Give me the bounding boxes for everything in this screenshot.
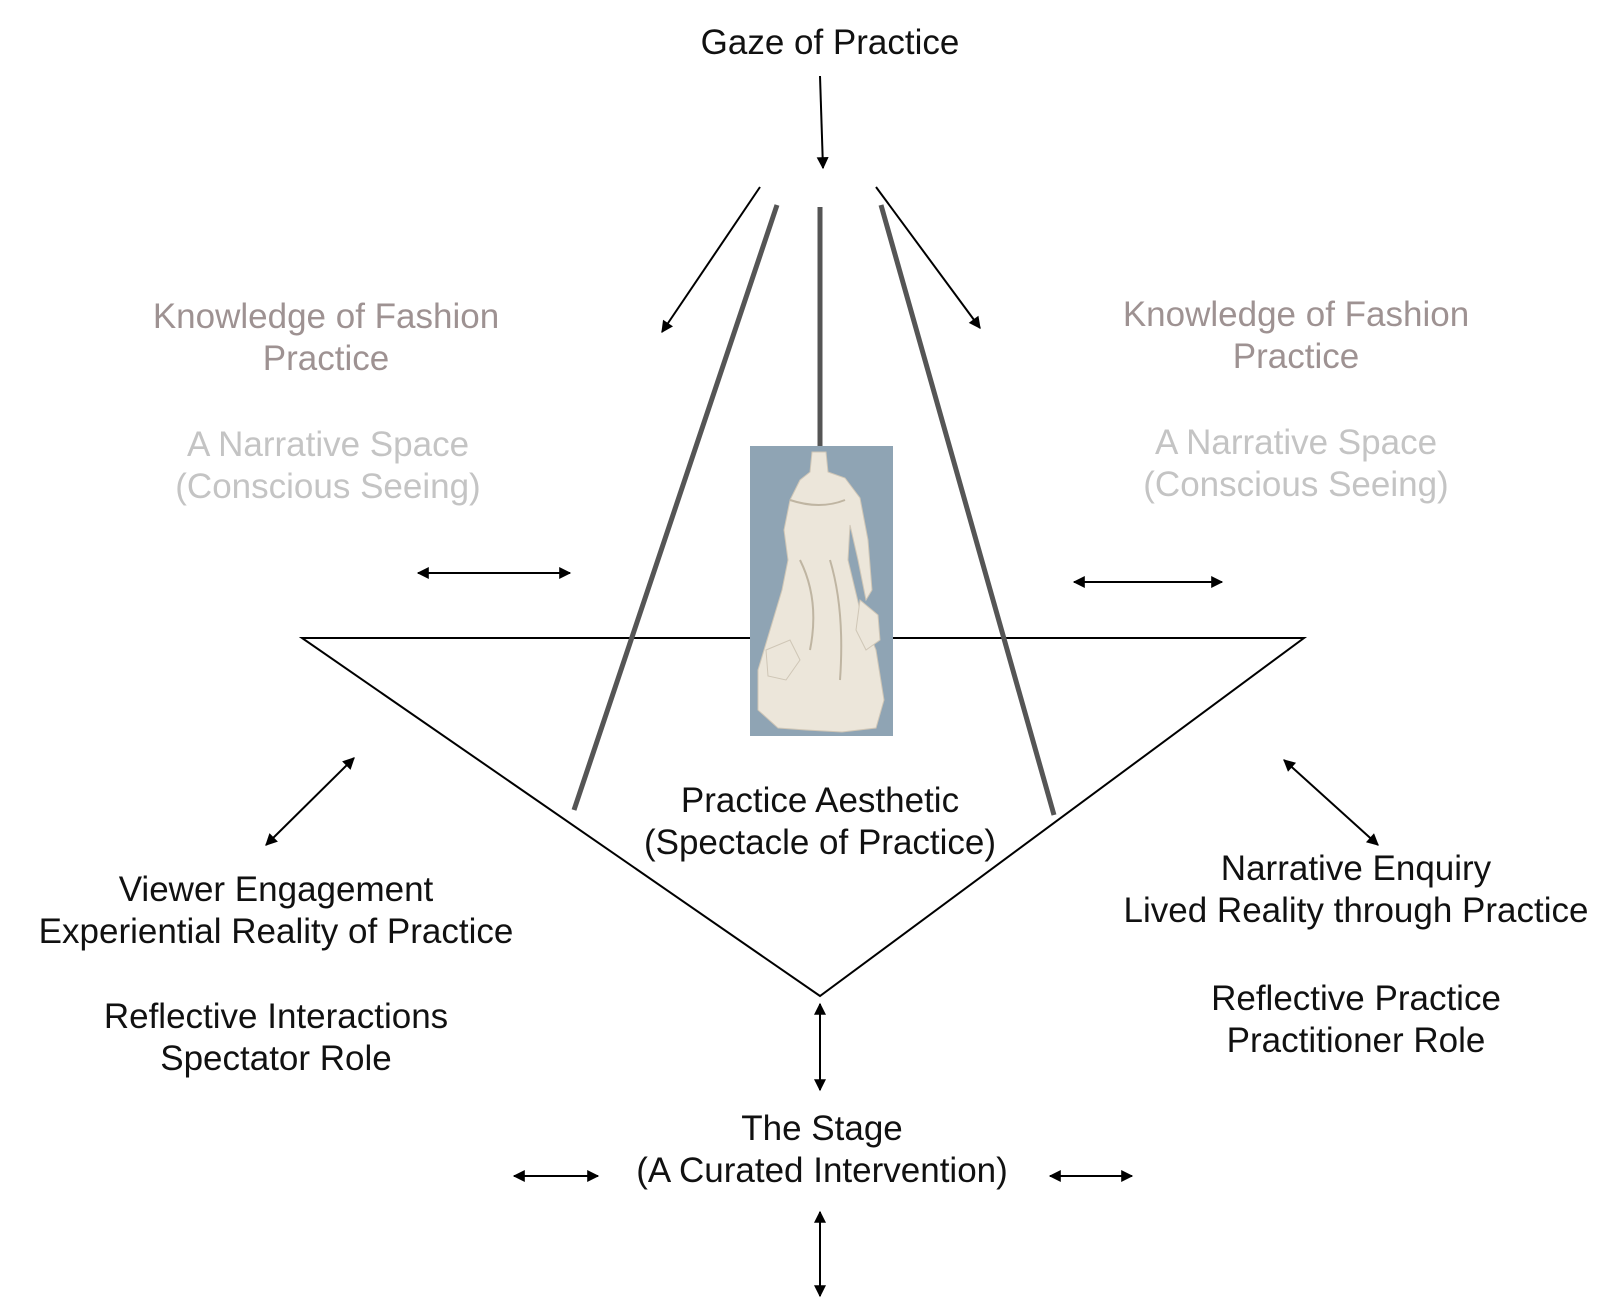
- narrative-enquiry-line2: Lived Reality through Practice: [1123, 891, 1589, 930]
- stage-line2: (A Curated Intervention): [636, 1151, 1008, 1190]
- narrative-right-line1: A Narrative Space: [1154, 423, 1438, 462]
- reflective-practice-line1: Reflective Practice: [1211, 979, 1501, 1018]
- reflective-interactions-line1: Reflective Interactions: [103, 997, 449, 1036]
- knowledge-right-line1: Knowledge of Fashion: [1122, 295, 1470, 334]
- reflective-interactions-label: Reflective Interactions Spectator Role: [104, 996, 448, 1080]
- aesthetic-label: Practice Aesthetic (Spectacle of Practic…: [644, 780, 996, 864]
- narrative-enquiry-line1: Narrative Enquiry: [1220, 849, 1492, 888]
- gaze-left-arrow: [661, 186, 761, 333]
- knowledge-left-line1: Knowledge of Fashion: [152, 297, 500, 336]
- beam-left: [571, 204, 780, 811]
- reflective-practice-line2: Practitioner Role: [1226, 1021, 1486, 1060]
- knowledge-right-label: Knowledge of Fashion Practice: [1123, 294, 1469, 378]
- gaze-label-text: Gaze of Practice: [700, 23, 960, 62]
- knowledge-left-line2: Practice: [262, 339, 390, 378]
- viewer-label: Viewer Engagement Experiential Reality o…: [39, 869, 514, 953]
- dress-photo: [750, 446, 893, 736]
- stage-label: The Stage (A Curated Intervention): [636, 1108, 1008, 1192]
- enquiry-double-arrow: [1283, 759, 1379, 846]
- narrative-left-line1: A Narrative Space: [186, 425, 470, 464]
- knowledge-left-label: Knowledge of Fashion Practice: [153, 296, 499, 380]
- viewer-line1: Viewer Engagement: [118, 870, 434, 909]
- aesthetic-line2: (Spectacle of Practice): [643, 823, 997, 862]
- narrative-right-label: A Narrative Space (Conscious Seeing): [1143, 422, 1448, 506]
- narrative-enquiry-label: Narrative Enquiry Lived Reality through …: [1124, 848, 1589, 932]
- gaze-label: Gaze of Practice: [701, 22, 960, 64]
- beam-right: [878, 204, 1057, 816]
- gaze-right-arrow: [875, 186, 981, 329]
- viewer-double-arrow: [265, 757, 355, 846]
- narrative-left-line2: (Conscious Seeing): [175, 467, 481, 506]
- narrative-right-line2: (Conscious Seeing): [1143, 465, 1449, 504]
- gaze-down-arrow: [816, 75, 829, 170]
- reflective-practice-label: Reflective Practice Practitioner Role: [1211, 978, 1501, 1062]
- knowledge-right-line2: Practice: [1232, 337, 1360, 376]
- reflective-interactions-line2: Spectator Role: [160, 1039, 392, 1078]
- aesthetic-line1: Practice Aesthetic: [680, 781, 960, 820]
- narrative-left-label: A Narrative Space (Conscious Seeing): [175, 424, 480, 508]
- stage-line1: The Stage: [741, 1109, 903, 1148]
- viewer-line2: Experiential Reality of Practice: [38, 912, 514, 951]
